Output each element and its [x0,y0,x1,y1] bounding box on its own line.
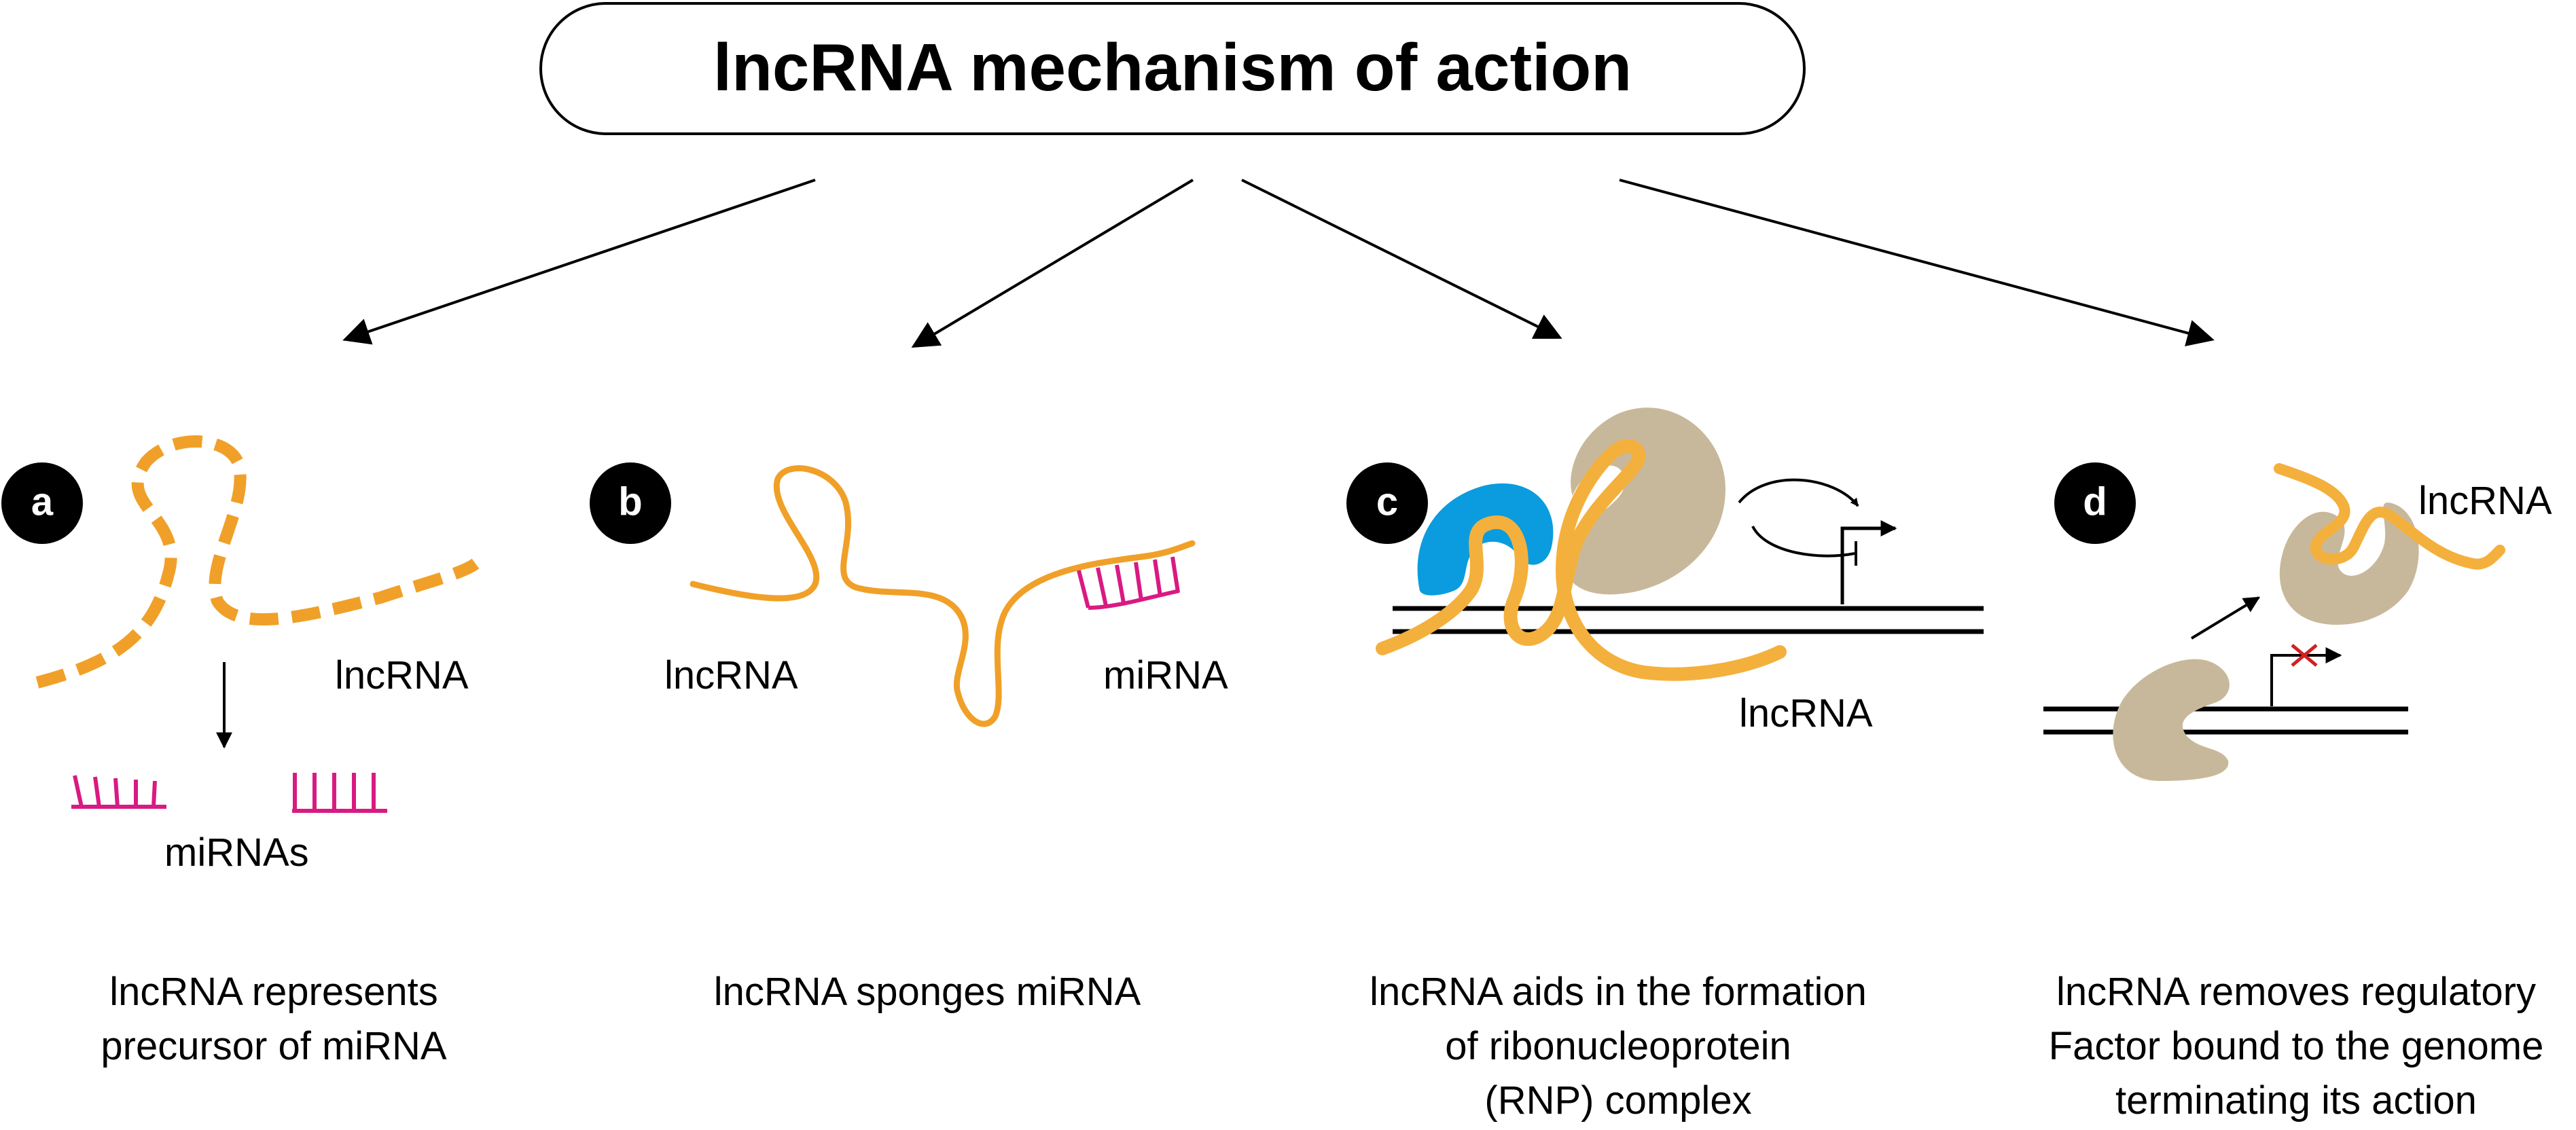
panel-d-caption-line1: lncRNA removes regulatory [2056,970,2536,1014]
panel-a-mirna-left [71,775,166,809]
panel-b-mirna [1077,556,1180,610]
panel-a: a lncRNA miRNAs lncRNA represents precur… [1,435,480,1068]
panel-d-bound-protein [2113,659,2230,781]
panel-d-badge [2054,462,2136,544]
panel-a-caption-line1: lncRNA represents [109,970,438,1014]
panel-c-caption-line1: lncRNA aids in the formation [1370,970,1867,1014]
arrow-to-panel-d [1619,179,2215,346]
panel-a-lncrna-label: lncRNA [335,653,469,697]
panel-c-repression-arrow [1751,526,1855,558]
panel-d-release-arrow [2190,596,2261,640]
arrow-to-panel-a [342,179,816,345]
arrow-to-panel-c [1241,179,1562,339]
panel-c-badge [1346,462,1428,544]
panel-a-badge [1,462,83,544]
panel-c-activation-arrow [1738,478,1859,507]
panel-b-badge [590,462,671,544]
panel-b-lncrna-label: lncRNA [664,653,798,697]
panel-c-blue-protein [1417,483,1554,596]
panel-b-mirna-label: miRNA [1103,653,1228,697]
panel-d-promoter-arrow [2270,647,2342,706]
panel-b: b lncRNA miRNA lncRNA sponges miRNA [590,462,1228,1014]
panel-b-lncrna-strand [690,465,1196,727]
panel-d-caption-line3: terminating its action [2115,1078,2477,1123]
diagram-title: lncRNA mechanism of action [713,30,1632,105]
panel-d-badge-label: d [2083,479,2107,524]
arrow-to-panel-b [911,179,1194,348]
panel-c-caption-line2: of ribonucleoprotein [1445,1024,1791,1068]
panel-c-dna [1393,606,1984,634]
panel-c: c lncRNA lncRNA aids in the formation of… [1346,407,1984,1123]
panel-b-caption-line1: lncRNA sponges miRNA [714,970,1141,1014]
panel-d-lncrna-strand [2274,463,2505,570]
panel-d-blocked-x-icon [2291,644,2318,667]
panel-d-dna [2043,706,2408,735]
panel-a-mirna-right [292,773,387,813]
panel-d-caption-line2: Factor bound to the genome [2049,1024,2544,1068]
panel-c-lncrna-label: lncRNA [1739,691,1873,735]
panel-a-caption-line2: precursor of miRNA [101,1024,447,1068]
panel-c-badge-label: c [1376,479,1398,524]
panel-d: d lncRNA lncRNA removes regulatory Facto… [2043,462,2552,1123]
panel-b-badge-label: b [618,479,642,524]
panel-d-lncrna-label: lncRNA [2418,479,2552,523]
panel-a-lncrna-strand [35,435,480,689]
title-box: lncRNA mechanism of action [539,2,1806,135]
panel-c-beige-protein [1564,407,1725,595]
panel-c-caption-line3: (RNP) complex [1484,1078,1751,1123]
panel-a-badge-label: a [31,479,54,524]
branch-arrows [342,179,2215,348]
panel-c-lncrna-strand [1376,439,1787,681]
panel-d-released-protein [2279,503,2419,625]
panel-a-mirnas-label: miRNAs [164,831,309,875]
panel-c-promoter-arrow [1840,520,1897,604]
